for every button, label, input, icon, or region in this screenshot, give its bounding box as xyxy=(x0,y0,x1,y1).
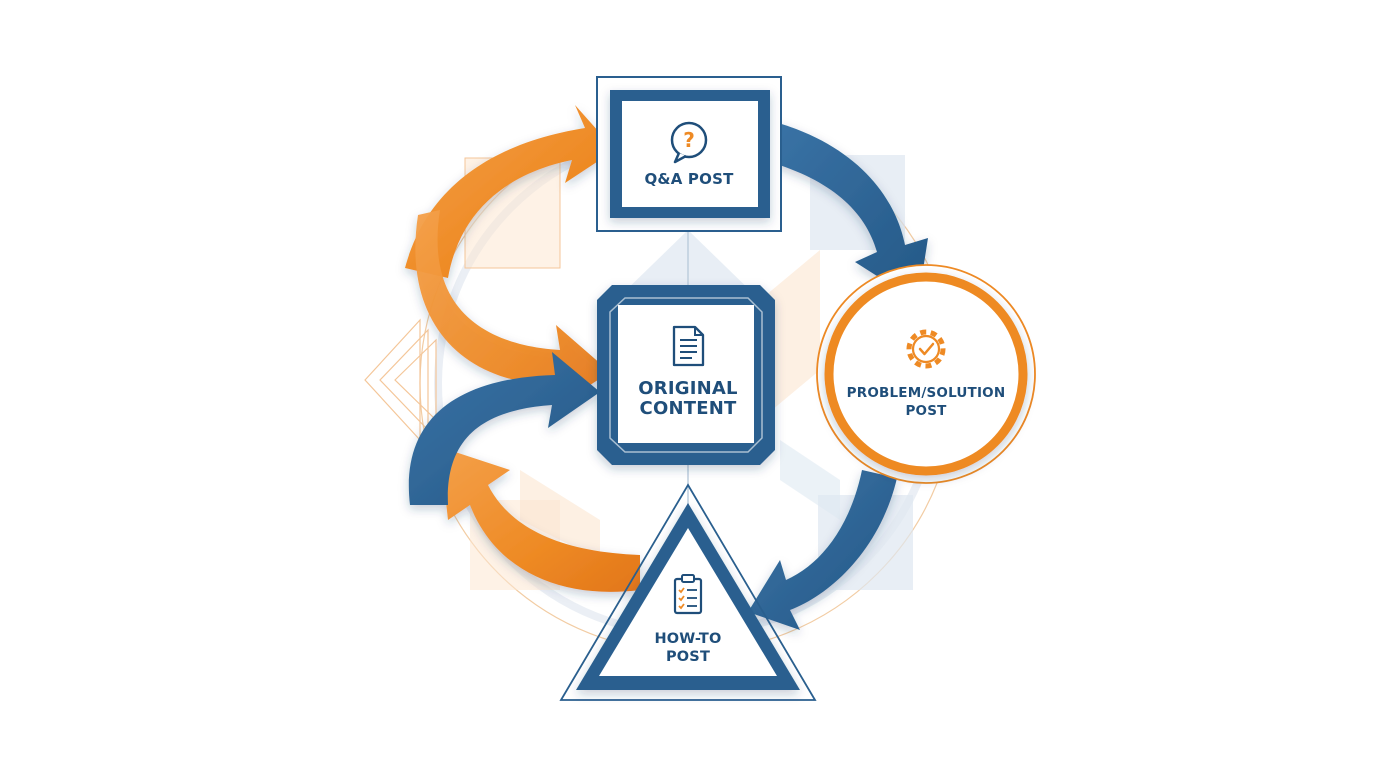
gear-check-icon xyxy=(906,329,946,369)
arrow-navy-problem-to-howto xyxy=(748,470,897,630)
node-how-to-post: HOW-TO POST xyxy=(559,483,817,701)
node-original-content: ORIGINAL CONTENT xyxy=(597,285,775,465)
arrow-navy-qa-to-problem xyxy=(770,122,928,302)
node-qa-post: ? Q&A POST xyxy=(596,76,782,232)
arrow-navy-to-original xyxy=(408,352,600,505)
problem-label-line2: POST xyxy=(905,403,947,419)
original-label-line2: CONTENT xyxy=(640,398,737,419)
svg-text:?: ? xyxy=(683,128,695,152)
bg-ribbon-lower-right xyxy=(780,440,840,520)
arrow-orange-from-howto xyxy=(440,447,640,592)
qa-label: Q&A POST xyxy=(644,170,734,188)
original-inner-outline xyxy=(609,297,763,453)
question-bubble-icon: ? xyxy=(670,121,708,164)
howto-label-line2: POST xyxy=(666,649,710,665)
bg-ribbon-lower-left xyxy=(520,470,600,560)
document-icon xyxy=(672,325,705,367)
howto-outer-outline xyxy=(559,483,817,701)
howto-label-line1: HOW-TO xyxy=(654,631,721,647)
original-inner-card xyxy=(618,305,754,443)
bg-chevron-left-3 xyxy=(394,338,437,422)
cycle-arrows xyxy=(405,105,928,630)
clipboard-checklist-icon xyxy=(673,574,703,615)
node-problem-solution: PROBLEM/SOLUTION POST xyxy=(816,264,1036,484)
bg-chevron-left-2 xyxy=(379,328,429,432)
problem-orange-ring xyxy=(824,272,1028,476)
arrow-orange-to-qa xyxy=(405,105,615,278)
original-label-line1: ORIGINAL xyxy=(638,378,737,399)
bg-chevron-left-1 xyxy=(364,318,421,442)
qa-inner-card xyxy=(622,101,758,207)
problem-label-line1: PROBLEM/SOLUTION xyxy=(847,385,1006,401)
